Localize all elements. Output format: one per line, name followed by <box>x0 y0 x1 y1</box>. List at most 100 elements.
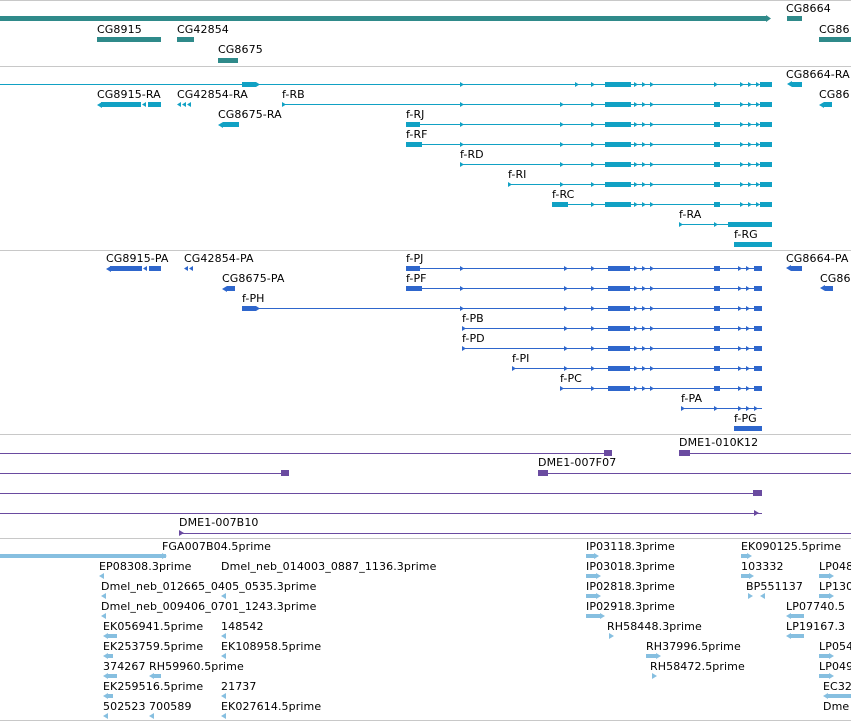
feature-strand-arrow[interactable] <box>142 102 146 107</box>
feature-strand-arrow[interactable] <box>189 266 193 271</box>
est-label[interactable]: LP048 <box>819 560 851 573</box>
feature-exon[interactable] <box>605 182 631 187</box>
est-feature[interactable] <box>107 674 117 678</box>
est-feature[interactable] <box>748 593 753 599</box>
feature-strand-arrow[interactable] <box>756 162 760 167</box>
gene-label[interactable]: CG86 <box>819 23 850 36</box>
est-feature[interactable] <box>586 614 600 618</box>
est-feature[interactable] <box>652 673 657 679</box>
feature-strand-arrow[interactable] <box>560 142 564 147</box>
feature-exon[interactable] <box>734 426 762 431</box>
est-feature[interactable] <box>786 613 791 619</box>
feature-strand-arrow[interactable] <box>564 326 568 331</box>
feature-strand-arrow[interactable] <box>642 326 646 331</box>
feature-strand-arrow[interactable] <box>650 286 654 291</box>
protein-label[interactable]: CG42854-PA <box>184 252 254 265</box>
feature-strand-arrow[interactable] <box>634 122 638 127</box>
feature-exon[interactable] <box>223 122 239 127</box>
feature-strand-arrow[interactable] <box>256 306 260 311</box>
feature-strand-arrow[interactable] <box>591 386 595 391</box>
feature-strand-arrow[interactable] <box>740 122 744 127</box>
feature-exon[interactable] <box>608 366 630 371</box>
est-feature[interactable] <box>656 653 661 659</box>
feature-exon[interactable] <box>754 386 762 391</box>
feature-exon[interactable] <box>608 386 630 391</box>
feature-strand-arrow[interactable] <box>740 142 744 147</box>
feature-exon[interactable] <box>754 326 762 331</box>
est-feature[interactable] <box>600 613 605 619</box>
feature-strand-arrow[interactable] <box>634 142 638 147</box>
feature-strand-arrow[interactable] <box>508 182 512 187</box>
transcript-label[interactable]: f-RB <box>282 88 305 101</box>
feature-strand-arrow[interactable] <box>738 386 742 391</box>
est-feature[interactable] <box>819 574 829 578</box>
feature-strand-arrow[interactable] <box>750 426 754 431</box>
feature-strand-arrow[interactable] <box>650 386 654 391</box>
est-feature[interactable] <box>221 633 226 639</box>
transcript-label[interactable]: f-RD <box>460 148 484 161</box>
feature-strand-arrow[interactable] <box>740 82 744 87</box>
feature-strand-arrow[interactable] <box>634 366 638 371</box>
feature-strand-arrow[interactable] <box>575 82 579 87</box>
protein-label[interactable]: f-PG <box>734 412 757 425</box>
transcript-label[interactable]: CG8675-RA <box>218 108 282 121</box>
est-feature[interactable] <box>149 673 154 679</box>
feature-strand-arrow[interactable] <box>746 266 750 271</box>
feature-strand-arrow[interactable] <box>756 182 760 187</box>
feature-exon[interactable] <box>714 142 720 147</box>
feature-exon[interactable] <box>608 326 630 331</box>
feature-strand-arrow[interactable] <box>560 122 564 127</box>
feature-exon[interactable] <box>760 142 772 147</box>
feature-exon[interactable] <box>754 266 762 271</box>
est-label[interactable]: IP02818.3prime <box>586 580 675 593</box>
feature-strand-arrow[interactable] <box>591 306 595 311</box>
feature-strand-arrow[interactable] <box>679 222 683 227</box>
feature-strand-arrow[interactable] <box>746 406 750 411</box>
feature-strand-arrow[interactable] <box>642 346 646 351</box>
feature-exon[interactable] <box>714 306 720 311</box>
feature-strand-arrow[interactable] <box>642 202 646 207</box>
est-feature[interactable] <box>747 553 752 559</box>
feature-exon[interactable] <box>760 162 772 167</box>
gene-feature[interactable] <box>787 16 802 21</box>
feature-strand-arrow[interactable] <box>460 102 464 107</box>
feature-exon[interactable] <box>714 182 720 187</box>
feature-strand-arrow[interactable] <box>460 162 464 167</box>
feature-strand-arrow[interactable] <box>591 346 595 351</box>
transcript-label[interactable]: f-RJ <box>406 108 425 121</box>
est-label[interactable]: EC32 <box>823 680 851 693</box>
feature-strand-arrow[interactable] <box>750 242 754 247</box>
feature-strand-arrow[interactable] <box>650 266 654 271</box>
feature-strand-arrow[interactable] <box>754 406 758 411</box>
est-label[interactable]: LP054 <box>819 640 851 653</box>
est-label[interactable]: IP03018.3prime <box>586 560 675 573</box>
est-label[interactable]: EK253759.5prime <box>103 640 204 653</box>
feature-strand-arrow[interactable] <box>738 266 742 271</box>
est-feature[interactable] <box>819 594 829 598</box>
feature-strand-arrow[interactable] <box>642 102 646 107</box>
feature-strand-arrow[interactable] <box>748 82 752 87</box>
feature-exon[interactable] <box>714 266 720 271</box>
feature-strand-arrow[interactable] <box>714 406 718 411</box>
feature-strand-arrow[interactable] <box>634 102 638 107</box>
est-feature[interactable] <box>107 694 113 698</box>
feature-strand-arrow[interactable] <box>650 202 654 207</box>
feature-exon[interactable] <box>608 266 630 271</box>
est-feature[interactable] <box>101 613 106 619</box>
est-label[interactable]: EK056941.5prime <box>103 620 204 633</box>
feature-strand-arrow[interactable] <box>564 366 568 371</box>
est-feature[interactable] <box>741 554 747 558</box>
est-label[interactable]: LP19167.3 <box>786 620 846 633</box>
est-feature[interactable] <box>107 634 117 638</box>
feature-exon[interactable] <box>824 102 832 107</box>
feature-strand-arrow[interactable] <box>642 286 646 291</box>
est-feature[interactable] <box>823 693 828 699</box>
feature-exon[interactable] <box>760 122 772 127</box>
feature-strand-arrow[interactable] <box>512 366 516 371</box>
feature-strand-arrow[interactable] <box>462 326 466 331</box>
est-label[interactable]: RH58448.3prime <box>607 620 702 633</box>
feature-exon[interactable] <box>148 102 161 107</box>
protein-label[interactable]: f-PH <box>242 292 265 305</box>
feature-strand-arrow[interactable] <box>460 286 464 291</box>
feature-strand-arrow[interactable] <box>746 346 750 351</box>
